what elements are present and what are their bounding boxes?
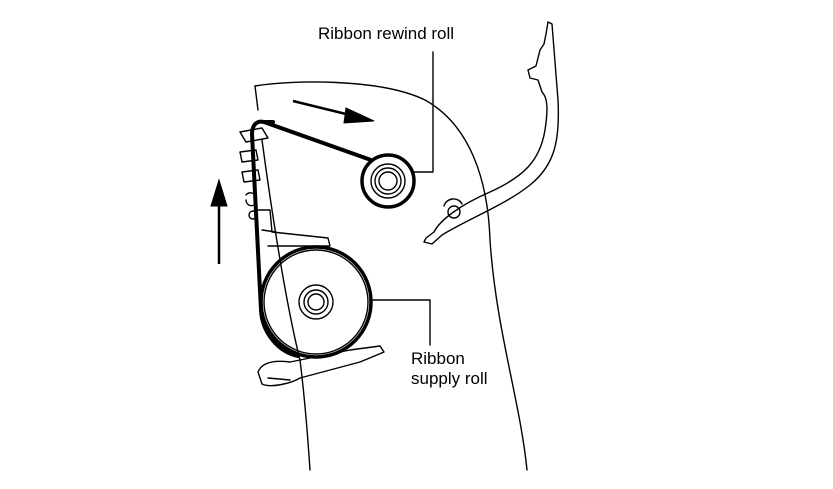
cover-hinge-pin — [447, 205, 461, 219]
arrow-top-shaft — [292, 99, 351, 117]
printer-body-outline — [254, 81, 528, 471]
printer-body-left-edge — [254, 85, 311, 471]
ribbon-direction-arrows — [210, 99, 375, 264]
ribbon-rewind-roll — [360, 153, 416, 209]
supply-roll-bracket — [257, 345, 385, 387]
rewind-leader-line — [412, 51, 434, 173]
supply-roll-label-line1: Ribbon — [411, 349, 465, 368]
supply-roll-label-line2: supply roll — [411, 369, 488, 388]
supply-roll-label: Ribbon supply roll — [411, 349, 488, 389]
ribbon-path — [250, 119, 373, 358]
arrow-left-head — [210, 178, 228, 207]
ribbon-supply-roll — [259, 245, 373, 359]
rewind-roll-label: Ribbon rewind roll — [318, 24, 455, 43]
ribbon-cover-arm — [423, 21, 560, 245]
supply-leader-line — [369, 299, 431, 346]
arrow-top-head — [343, 107, 375, 124]
